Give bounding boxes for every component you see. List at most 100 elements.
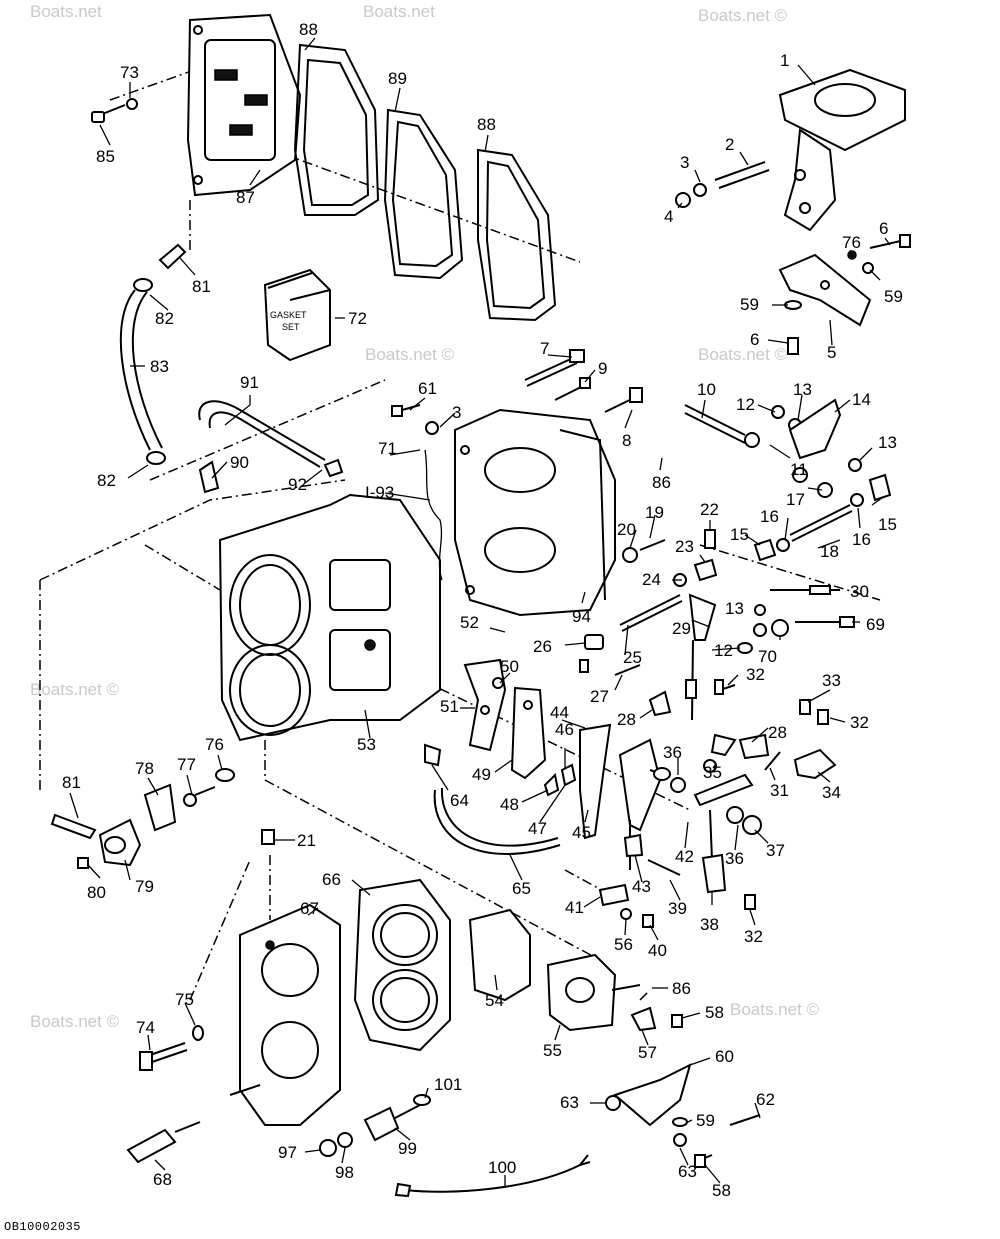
callout-18: 18 [820,542,839,561]
callout-82: 82 [155,309,174,328]
callout-75: 75 [175,990,194,1009]
callout-81: 81 [192,277,211,296]
callout-26: 26 [533,637,552,656]
callout-4: 4 [664,207,673,226]
throttle-arms-44-51 [463,658,671,840]
callout-88: 88 [299,20,318,39]
callout-69: 69 [866,615,885,634]
linkage-39-43 [598,820,756,928]
callout-11: 11 [790,460,808,479]
callout-59: 59 [884,287,903,306]
callout-54: 54 [485,991,504,1010]
gasket-88-left [293,43,380,216]
callout-57: 57 [638,1043,657,1062]
callout-88: 88 [477,115,496,134]
callout-79: 79 [135,877,154,896]
callout-13: 13 [725,599,744,618]
callout-81: 81 [62,773,81,792]
spark-plug-68 [126,1084,261,1164]
watermark: Boats.net © [30,1012,120,1031]
callout-77: 77 [177,755,196,774]
callout-17: 17 [786,490,805,509]
linkage-10-18 [684,398,892,562]
callout-47: 47 [528,819,547,838]
callout-43: 43 [632,877,651,896]
callout-65: 65 [512,879,531,898]
callout-21: 21 [297,831,316,850]
callout-41: 41 [565,898,584,917]
callout-33: 33 [822,671,841,690]
callout-48: 48 [500,795,519,814]
callout-42: 42 [675,847,694,866]
callout-66: 66 [322,870,341,889]
callout-12: 12 [736,395,755,414]
callout-64: 64 [450,791,469,810]
bolt-85 [91,98,138,123]
callout-97: 97 [278,1143,297,1162]
gasket-88-right [477,148,557,322]
callout-86: 86 [672,979,691,998]
bracket-5 [778,253,872,327]
callout-34: 34 [822,783,841,802]
bracket-60-63 [605,1063,761,1168]
callout-60: 60 [715,1047,734,1066]
assembly-lines [39,67,881,1001]
callout-36: 36 [663,743,682,762]
water-cover-55 [546,953,683,1032]
callout-38: 38 [700,915,719,934]
callout-58: 58 [712,1181,731,1200]
tube-91 [198,400,344,494]
callout-59: 59 [740,295,759,314]
callout-92: 92 [288,475,307,494]
callout-15: 15 [730,525,749,544]
callout-98: 98 [335,1163,354,1182]
callout-80: 80 [87,883,106,902]
head-gasket-66 [353,878,451,1052]
callout-78: 78 [135,759,154,778]
callout-28: 28 [768,723,787,742]
callout-labels: 1 2 3 4 5 6 6 59 59 76 73 85 87 88 89 88… [62,20,903,1200]
callout-16: 16 [852,530,871,549]
callout-19: 19 [645,503,664,522]
callout-59: 59 [696,1111,715,1130]
callout-23: 23 [675,537,694,556]
callout-31: 31 [770,781,789,800]
bolts-7-8-9 [391,349,643,435]
callout-85: 85 [96,147,115,166]
callout-87: 87 [236,188,255,207]
callout-28: 28 [617,710,636,729]
watermark: Boats.net © [698,6,788,25]
callout-99: 99 [398,1139,417,1158]
callout-29: 29 [672,619,691,638]
cover-54 [468,908,531,1002]
callout-22: 22 [700,500,719,519]
callout-73: 73 [120,63,139,82]
callout-101: 101 [434,1075,462,1094]
callout-55: 55 [543,1041,562,1060]
callout-30: 30 [850,582,869,601]
callout-32: 32 [744,927,763,946]
callout-32: 32 [850,713,869,732]
callout-76: 76 [842,233,861,252]
callout-20: 20 [617,520,636,539]
callout-63: 63 [678,1162,697,1181]
temp-sender-99 [319,1094,431,1157]
callout-70: 70 [758,647,777,666]
callout-3: 3 [452,403,461,422]
callout-63: 63 [560,1093,579,1112]
callout-7: 7 [540,339,549,358]
callout-67: 67 [300,899,319,918]
callout-76: 76 [205,735,224,754]
callout-46: 46 [555,720,574,739]
watermark: Boats.net [30,2,102,21]
catalog-code: OB10002035 [4,1220,82,1234]
watermark: Boats.net © [698,345,788,364]
callout-3: 3 [680,153,689,172]
callout-36: 36 [725,849,744,868]
callout-24: 24 [642,570,661,589]
bolt-74 [139,1025,204,1071]
bracket-1 [778,68,906,232]
callout-32: 32 [746,665,765,684]
callout-83: 83 [150,357,169,376]
callout-56: 56 [614,935,633,954]
